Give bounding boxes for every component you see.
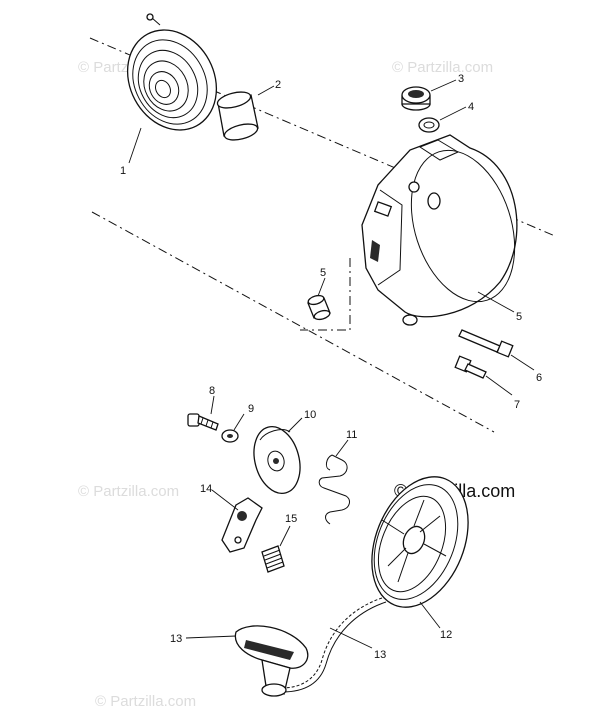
leader-9 xyxy=(233,413,245,431)
watermark-top-right: © Partzilla.com xyxy=(392,59,493,76)
callout-2: 2 xyxy=(275,79,281,91)
callout-11: 11 xyxy=(346,429,357,441)
leader-8 xyxy=(210,395,215,415)
leader-6 xyxy=(510,354,535,371)
callout-9: 9 xyxy=(248,403,254,415)
leader-14 xyxy=(211,489,239,511)
callout-1: 1 xyxy=(120,165,126,177)
leader-2 xyxy=(257,85,275,96)
small-bushing-5 xyxy=(307,294,331,321)
leader-5a xyxy=(317,277,326,297)
axis-bushing-bracket xyxy=(300,258,351,331)
plug-3 xyxy=(401,86,431,111)
callout-14: 14 xyxy=(200,483,212,495)
coil-spring-15 xyxy=(261,545,285,573)
leader-3 xyxy=(430,79,457,92)
leader-4 xyxy=(439,106,467,121)
leader-1 xyxy=(128,127,142,164)
callout-3: 3 xyxy=(458,73,464,85)
bolt-6 xyxy=(458,329,514,358)
callout-8: 8 xyxy=(209,385,215,397)
callout-15: 15 xyxy=(285,513,297,525)
o-ring-4 xyxy=(418,117,440,133)
leader-11 xyxy=(335,439,349,457)
watermark-middle-left: © Partzilla.com xyxy=(78,483,179,500)
leader-12 xyxy=(419,601,441,629)
watermark-bottom-left: © Partzilla.com xyxy=(95,693,196,710)
leader-5b xyxy=(477,291,515,313)
leader-10 xyxy=(287,417,303,433)
spring-clip-11 xyxy=(318,454,350,525)
starter-housing xyxy=(361,134,518,326)
callout-6: 6 xyxy=(536,372,542,384)
screw-8 xyxy=(187,413,219,431)
callout-7: 7 xyxy=(514,399,520,411)
callout-13a: 13 xyxy=(170,633,182,645)
callout-5b: 5 xyxy=(516,311,522,323)
assembly-axis-lower xyxy=(91,211,495,433)
leader-7 xyxy=(485,375,513,396)
bolt-7 xyxy=(454,355,487,379)
callout-4: 4 xyxy=(468,101,474,113)
leader-13b xyxy=(329,627,373,649)
recoil-spring xyxy=(126,13,218,131)
bushing-2 xyxy=(216,91,259,141)
leader-15 xyxy=(279,525,291,547)
callout-13b: 13 xyxy=(374,649,386,661)
callout-10: 10 xyxy=(304,409,316,421)
rope-reel-12 xyxy=(371,476,469,608)
washer-9 xyxy=(221,429,239,443)
callout-5a: 5 xyxy=(320,267,326,279)
leader-13a xyxy=(185,635,237,639)
callout-12: 12 xyxy=(440,629,452,641)
starter-handle xyxy=(234,625,309,697)
starter-rope xyxy=(281,597,387,693)
ratchet-plate-10 xyxy=(253,426,301,494)
pawl-14 xyxy=(221,497,263,553)
